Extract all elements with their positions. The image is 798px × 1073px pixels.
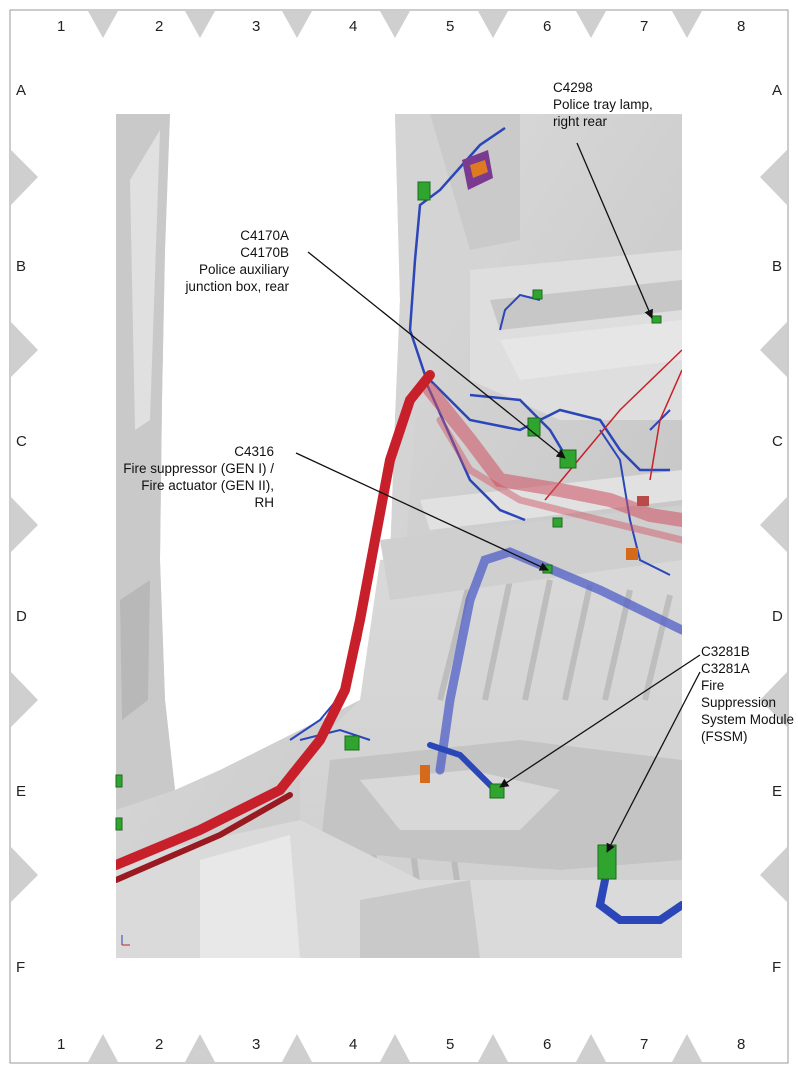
col-label-3: 3 (252, 1036, 260, 1053)
col-label-1: 1 (57, 1036, 65, 1053)
connector-tray-left (532, 289, 543, 300)
callout-c4316-line-2: Fire suppressor (GEN I) / (123, 461, 274, 476)
connectors (115, 181, 662, 880)
leader-c3281b (499, 654, 701, 788)
callout-c4298-line-2: Police tray lamp, (553, 97, 653, 112)
zone-markers (11, 11, 787, 1062)
diagram-border (9, 9, 789, 1064)
callout-c4298-line-3: right rear (553, 114, 608, 129)
connector-fssm (597, 844, 617, 880)
col-label-6: 6 (543, 1036, 551, 1053)
col-label-1: 1 (57, 18, 65, 35)
row-labels-left: A B C D E F (16, 82, 27, 976)
row-label-a: A (16, 82, 26, 99)
connector-upper-left (417, 181, 431, 201)
callout-c4170-line-1: C4170A (240, 228, 289, 243)
row-label-f: F (16, 959, 25, 976)
callout-c4170-line-2: C4170B (240, 245, 289, 260)
connector-c4298 (651, 315, 662, 324)
leader-fssm (606, 671, 701, 853)
callout-c3281-line-4: Suppression (701, 695, 776, 710)
callout-c3281-line-3: Fire (701, 678, 724, 693)
vehicle-body-illustration (116, 114, 682, 958)
callout-c4170: C4170A C4170B Police auxiliary junction … (184, 228, 289, 294)
leader-lines (295, 142, 701, 853)
col-label-8: 8 (737, 18, 745, 35)
row-label-e: E (16, 783, 26, 800)
row-label-d: D (772, 608, 783, 625)
leader-c4170 (307, 251, 566, 459)
callout-c4170-line-3: Police auxiliary (199, 262, 289, 277)
row-label-c: C (772, 433, 783, 450)
connector-floor-left (344, 735, 360, 751)
callout-c3281-line-2: C3281A (701, 661, 750, 676)
callout-c4316-line-3: Fire actuator (GEN II), (141, 478, 274, 493)
leader-c4298 (576, 142, 653, 319)
callout-c4316-line-4: RH (255, 495, 275, 510)
callout-c4298: C4298 Police tray lamp, right rear (553, 80, 653, 129)
callout-c4316: C4316 Fire suppressor (GEN I) / Fire act… (123, 444, 274, 510)
col-label-3: 3 (252, 18, 260, 35)
orientation-axis-icon (121, 935, 130, 946)
row-labels-right: A B C D E F (772, 82, 783, 976)
col-label-2: 2 (155, 18, 163, 35)
col-label-5: 5 (446, 18, 454, 35)
callout-c4316-line-1: C4316 (234, 444, 274, 459)
connector-edge-left (115, 774, 123, 788)
callout-c3281: C3281B C3281A Fire Suppression System Mo… (701, 644, 794, 744)
col-label-6: 6 (543, 18, 551, 35)
col-label-8: 8 (737, 1036, 745, 1053)
row-label-a: A (772, 82, 782, 99)
col-label-4: 4 (349, 18, 357, 35)
row-label-f: F (772, 959, 781, 976)
callout-c4298-line-1: C4298 (553, 80, 593, 95)
callout-c3281-line-5: System Module (701, 712, 794, 727)
callout-c3281-line-1: C3281B (701, 644, 750, 659)
column-labels-bottom: 1 2 3 4 5 6 7 8 (57, 1036, 745, 1053)
row-label-b: B (772, 258, 782, 275)
connector-edge-left-2 (115, 817, 123, 831)
callout-c4170-line-4: junction box, rear (184, 279, 289, 294)
col-label-7: 7 (640, 1036, 648, 1053)
row-label-c: C (16, 433, 27, 450)
row-label-b: B (16, 258, 26, 275)
column-labels-top: 1 2 3 4 5 6 7 8 (57, 18, 745, 35)
col-label-4: 4 (349, 1036, 357, 1053)
leader-c4316 (295, 452, 549, 571)
col-label-2: 2 (155, 1036, 163, 1053)
connector-seat-mid (552, 517, 563, 528)
row-label-d: D (16, 608, 27, 625)
connector-c4170 (559, 449, 577, 469)
row-label-e: E (772, 783, 782, 800)
col-label-7: 7 (640, 18, 648, 35)
callout-c3281-line-6: (FSSM) (701, 729, 748, 744)
col-label-5: 5 (446, 1036, 454, 1053)
